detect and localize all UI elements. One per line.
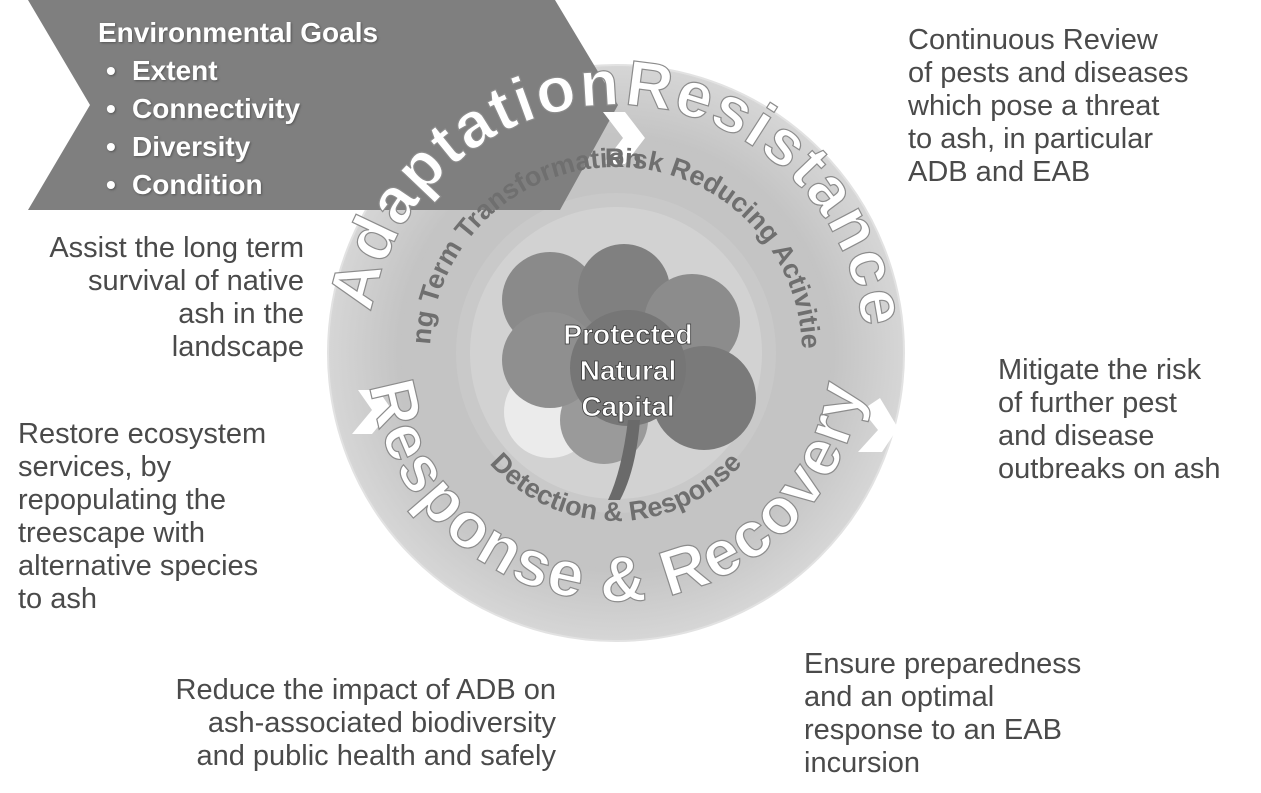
note-line: of pests and diseases: [908, 57, 1189, 89]
goal-item: Extent: [106, 52, 378, 90]
mitigate-risk-note: Mitigate the risk of further pest and di…: [998, 354, 1220, 486]
note-line: to ash: [18, 583, 97, 615]
note-line: ash-associated biodiversity: [207, 707, 556, 739]
goals-list: Extent Connectivity Diversity Condition: [98, 52, 378, 204]
note-line: which pose a threat: [908, 90, 1160, 122]
note-line: alternative species: [18, 550, 259, 582]
note-line: Assist the long term: [49, 232, 304, 264]
environmental-goals: Environmental Goals Extent Connectivity …: [98, 14, 378, 204]
assist-survival-note: Assist the long term survival of native …: [8, 232, 304, 364]
chevron-left-icon: [352, 390, 392, 434]
note-line: ADB and EAB: [908, 156, 1091, 188]
clover-graphic: [502, 244, 756, 500]
note-line: incursion: [804, 747, 921, 779]
note-line: and disease: [998, 420, 1155, 452]
note-line: of further pest: [998, 387, 1177, 419]
note-line: Ensure preparedness: [804, 648, 1082, 680]
note-line: response to an EAB: [804, 714, 1062, 746]
ensure-preparedness-note: Ensure preparedness and an optimal respo…: [804, 648, 1081, 780]
note-line: to ash, in particular: [908, 123, 1154, 155]
note-line: landscape: [171, 331, 304, 363]
note-line: ash in the: [178, 298, 304, 330]
note-line: and an optimal: [804, 681, 995, 713]
note-line: Continuous Review: [908, 24, 1158, 56]
continuous-review-note: Continuous Review of pests and diseases …: [908, 24, 1189, 189]
note-line: repopulating the: [18, 484, 226, 516]
note-line: outbreaks on ash: [998, 453, 1221, 485]
chevron-right-icon: [858, 398, 898, 452]
note-line: and public health and safely: [196, 740, 556, 772]
center-line-2: Natural: [580, 355, 676, 386]
note-line: Reduce the impact of ADB on: [175, 674, 556, 706]
reduce-impact-note: Reduce the impact of ADB on ash-associat…: [108, 674, 556, 773]
goal-item: Connectivity: [106, 90, 378, 128]
note-line: treescape with: [18, 517, 205, 549]
goal-item: Diversity: [106, 128, 378, 166]
note-line: services, by: [18, 451, 172, 483]
note-line: Mitigate the risk: [998, 354, 1202, 386]
goals-title: Environmental Goals: [98, 17, 379, 48]
note-line: Restore ecosystem: [18, 418, 267, 450]
note-line: survival of native: [88, 265, 304, 297]
goal-item: Condition: [106, 166, 378, 204]
center-line-1: Protected: [563, 319, 692, 350]
center-label: Protected Natural Capital: [563, 319, 693, 423]
restore-ecosystem-note: Restore ecosystem services, by repopulat…: [18, 418, 266, 616]
chevron-top-icon: [603, 112, 645, 164]
center-line-3: Capital: [581, 391, 674, 422]
